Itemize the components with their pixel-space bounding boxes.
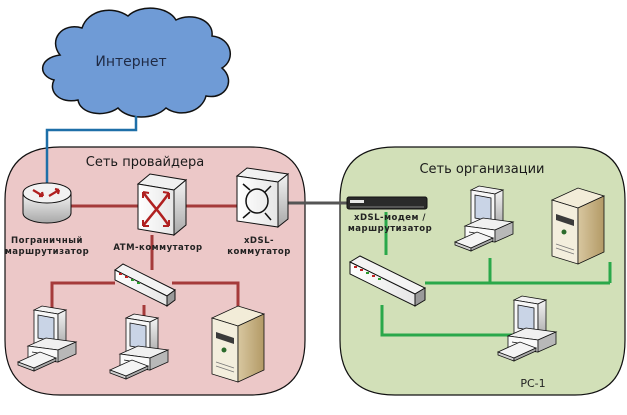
border-router-icon[interactable] [22, 182, 72, 224]
border-router-label-2: маршрутизатор [5, 247, 89, 257]
provider-links [50, 204, 240, 318]
xdsl-switch-icon[interactable] [235, 167, 290, 229]
internet-label: Интернет [95, 54, 166, 70]
xdsl-switch-label-1: xDSL- [244, 236, 274, 246]
atm-switch-icon[interactable] [136, 173, 188, 237]
xdsl-switch-label-2: коммутатор [227, 247, 291, 257]
org-links [380, 212, 612, 337]
atm-switch-label: ATM-коммутатор [113, 243, 202, 253]
link-hub-server [172, 281, 240, 306]
org-zone-title: Сеть организации [419, 162, 544, 177]
link-hub-pc-left [50, 281, 115, 310]
provider-zone-title: Сеть провайдера [86, 155, 204, 170]
provider-hub-icon[interactable] [114, 263, 176, 307]
xdsl-modem-icon[interactable] [346, 196, 428, 210]
link-hub-pc1 [380, 305, 515, 337]
provider-server-icon[interactable] [211, 305, 265, 383]
xdsl-modem-label-2: маршрутизатор [348, 224, 432, 234]
pc1-label: PC-1 [520, 377, 545, 390]
internet-cloud: Интернет [42, 7, 232, 118]
xdsl-modem-label-1: xDSL-модем / [354, 213, 426, 223]
org-hub-icon[interactable] [348, 255, 427, 307]
border-router-label-1: Пограничный [11, 236, 83, 246]
internet-uplink [45, 116, 138, 190]
org-server-icon[interactable] [551, 187, 605, 265]
